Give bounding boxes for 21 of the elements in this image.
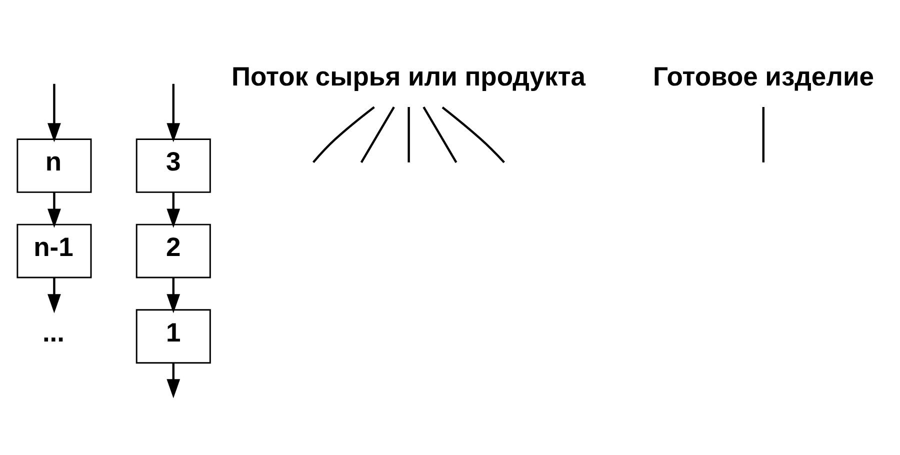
connector xyxy=(442,106,505,164)
connector xyxy=(408,107,410,162)
arrow xyxy=(48,192,61,228)
arrow xyxy=(166,278,180,314)
node-box: n xyxy=(16,138,92,193)
node-box: n-1 xyxy=(16,224,92,278)
node-box: 2 xyxy=(136,224,211,278)
arrow xyxy=(166,192,180,228)
arrow xyxy=(166,84,180,142)
node-box: 1 xyxy=(136,309,211,364)
arrow xyxy=(48,84,61,142)
connector xyxy=(422,106,458,163)
node-text: ... xyxy=(42,317,65,348)
connector xyxy=(762,107,764,162)
arrow xyxy=(166,363,180,398)
connector xyxy=(312,106,375,164)
node-text: Готовое изделие xyxy=(653,61,874,92)
node-box: 3 xyxy=(136,138,211,193)
node-text: Поток сырья или продукта xyxy=(232,61,586,92)
arrow xyxy=(48,278,61,314)
connector xyxy=(360,106,395,163)
